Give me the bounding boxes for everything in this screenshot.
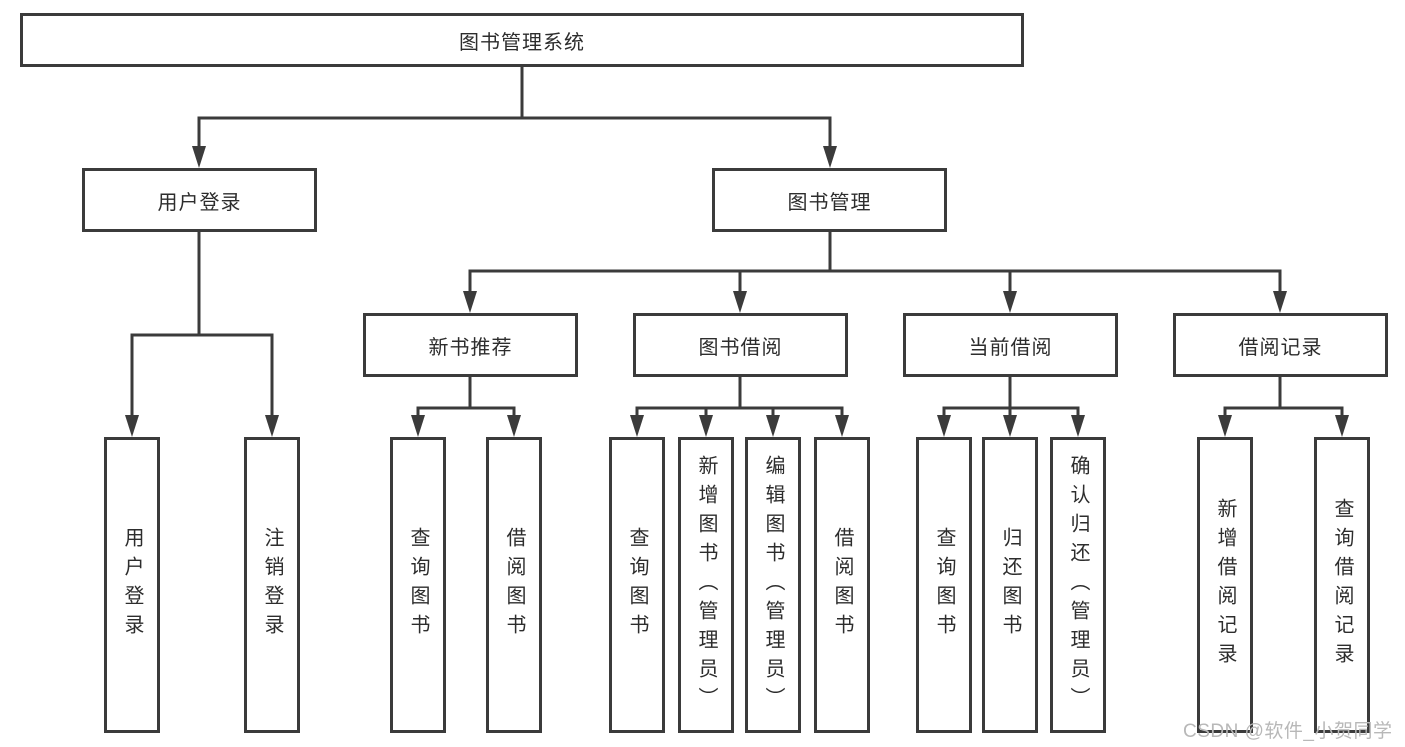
- leaf-confirm-return-admin: 确认归还（管理员）: [1050, 437, 1106, 733]
- leaf-logout: 注销登录: [244, 437, 300, 733]
- arrowhead: [192, 146, 206, 168]
- node-current-borrowing: 当前借阅: [903, 313, 1118, 377]
- connector-borrow-records-to-leaves: [1223, 375, 1344, 420]
- leaf-borrowing-query-books: 查询图书: [609, 437, 665, 733]
- arrowhead: [835, 415, 849, 437]
- connector-current-borrow-to-leaves: [942, 375, 1080, 420]
- arrowhead: [823, 146, 837, 168]
- node-system-root: 图书管理系统: [20, 13, 1024, 67]
- arrowhead: [1218, 415, 1232, 437]
- node-borrowing-records: 借阅记录: [1173, 313, 1388, 377]
- arrowhead: [1003, 291, 1017, 313]
- node-user-login-branch: 用户登录: [82, 168, 317, 232]
- leaf-add-borrow-record: 新增借阅记录: [1197, 437, 1253, 733]
- leaf-borrowing-borrow-books: 借阅图书: [814, 437, 870, 733]
- arrowhead: [1273, 291, 1287, 313]
- leaf-add-book-admin: 新增图书（管理员）: [678, 437, 734, 733]
- arrowhead: [507, 415, 521, 437]
- leaf-newbook-borrow-books: 借阅图书: [486, 437, 542, 733]
- arrowhead: [265, 415, 279, 437]
- arrowhead: [125, 415, 139, 437]
- arrowhead: [766, 415, 780, 437]
- csdn-watermark: CSDN @软件_小贺同学: [1183, 721, 1393, 742]
- arrowhead: [1335, 415, 1349, 437]
- leaf-return-books: 归还图书: [982, 437, 1038, 733]
- arrowhead: [411, 415, 425, 437]
- connector-book-mgmt-to-level3: [468, 231, 1282, 295]
- arrowhead: [1003, 415, 1017, 437]
- arrowhead: [463, 291, 477, 313]
- arrowhead: [1071, 415, 1085, 437]
- arrowhead: [937, 415, 951, 437]
- connector-root-to-level2: [197, 64, 832, 150]
- arrowhead: [699, 415, 713, 437]
- connector-user-login-to-leaves: [130, 230, 274, 420]
- node-book-borrowing: 图书借阅: [633, 313, 848, 377]
- node-book-management-branch: 图书管理: [712, 168, 947, 232]
- connector-new-book-to-leaves: [416, 375, 516, 420]
- arrowhead: [733, 291, 747, 313]
- leaf-edit-book-admin: 编辑图书（管理员）: [745, 437, 801, 733]
- leaf-user-login: 用户登录: [104, 437, 160, 733]
- arrowhead: [630, 415, 644, 437]
- arrowheads: [125, 146, 1349, 437]
- leaf-current-query-books: 查询图书: [916, 437, 972, 733]
- leaf-query-borrow-record: 查询借阅记录: [1314, 437, 1370, 733]
- node-new-book-recommendation: 新书推荐: [363, 313, 578, 377]
- connector-book-borrow-to-leaves: [635, 375, 844, 420]
- leaf-newbook-query-books: 查询图书: [390, 437, 446, 733]
